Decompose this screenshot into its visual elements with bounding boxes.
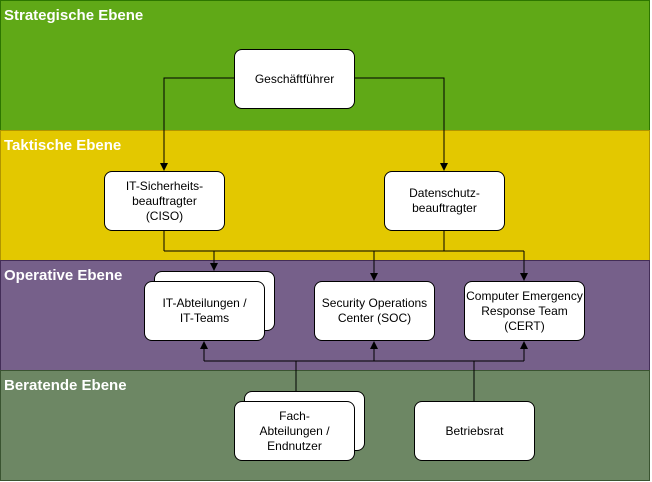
soc-label: Security Operations Center (SOC) bbox=[321, 296, 428, 325]
tactical-level-title: Taktische Ebene bbox=[4, 137, 122, 154]
ceo-label: Geschäftführer bbox=[254, 71, 335, 86]
business-units-label: Fach- Abteilungen / Endnutzer bbox=[259, 408, 330, 453]
dpo-label: Datenschutz- beauftragter bbox=[409, 186, 480, 215]
soc-node: Security Operations Center (SOC) bbox=[314, 281, 435, 341]
ciso-node: IT-Sicherheits- beauftragter (CISO) bbox=[104, 171, 225, 231]
ceo-node: Geschäftführer bbox=[234, 49, 355, 109]
cert-label: Computer Emergency Response Team (CERT) bbox=[466, 288, 583, 333]
advisory-level-title: Beratende Ebene bbox=[4, 377, 127, 394]
business-units-node: Fach- Abteilungen / Endnutzer bbox=[234, 401, 355, 461]
works-council-label: Betriebsrat bbox=[445, 423, 504, 438]
cert-node: Computer Emergency Response Team (CERT) bbox=[464, 281, 585, 341]
strategic-level-title: Strategische Ebene bbox=[4, 7, 144, 24]
it-departments-node: IT-Abteilungen / IT-Teams bbox=[144, 281, 265, 341]
works-council-node: Betriebsrat bbox=[414, 401, 535, 461]
it-departments-label: IT-Abteilungen / IT-Teams bbox=[162, 296, 247, 325]
operative-level-title: Operative Ebene bbox=[4, 267, 123, 284]
ciso-label: IT-Sicherheits- beauftragter (CISO) bbox=[125, 178, 204, 223]
tactical-level-band: Taktische Ebene bbox=[0, 130, 650, 261]
dpo-node: Datenschutz- beauftragter bbox=[384, 171, 505, 231]
